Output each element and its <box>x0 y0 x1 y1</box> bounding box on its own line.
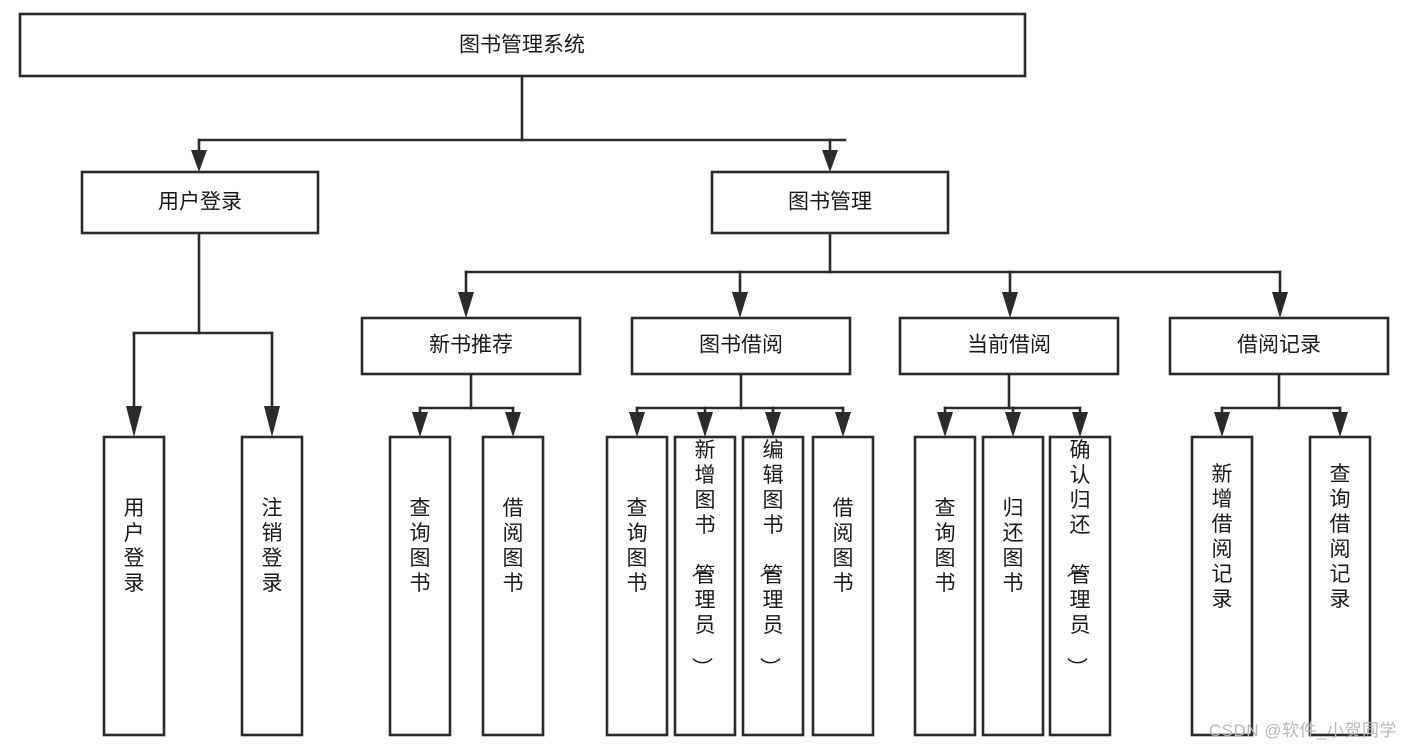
node-leaf-query-book-2-box[interactable] <box>605 435 669 737</box>
arrow-head-book-manage <box>822 150 838 172</box>
arrow-head-leaf-query-book-1 <box>412 412 428 437</box>
node-leaf-query-book-3[interactable]: 查询图书 <box>913 435 977 737</box>
node-leaf-return-book[interactable]: 归还图书 <box>981 435 1045 737</box>
arrow-head-user-login <box>191 150 207 172</box>
node-leaf-add-book-box[interactable] <box>673 435 737 737</box>
node-leaf-add-book[interactable]: 新增图书（管理员） <box>673 435 737 737</box>
node-leaf-user-login-box[interactable] <box>102 435 166 737</box>
node-leaf-logout-login[interactable]: 注销登录 <box>240 435 304 737</box>
node-leaf-add-record-box[interactable] <box>1190 435 1254 737</box>
node-leaf-borrow-book-1-box[interactable] <box>481 435 545 737</box>
node-leaf-borrow-book-1-label: 借阅图书 <box>503 497 524 595</box>
node-current-borrow[interactable]: 当前借阅 <box>898 316 1120 376</box>
arrow-head-leaf-borrow-book-2 <box>835 412 851 437</box>
arrow-head-leaf-return-book <box>1005 412 1021 437</box>
arrow-head-leaf-logout-login <box>264 406 280 437</box>
node-leaf-query-book-1-label: 查询图书 <box>410 497 431 595</box>
node-leaf-confirm-return-box[interactable] <box>1048 435 1112 737</box>
node-leaf-borrow-book-1[interactable]: 借阅图书 <box>481 435 545 737</box>
node-root-label: 图书管理系统 <box>459 34 585 57</box>
node-leaf-borrow-book-2-box[interactable] <box>811 435 875 737</box>
node-new-book-rec[interactable]: 新书推荐 <box>360 316 582 376</box>
node-leaf-return-book-box[interactable] <box>981 435 1045 737</box>
node-borrow-record-box[interactable] <box>1168 316 1390 376</box>
arrow-head-leaf-borrow-book-1 <box>505 412 521 437</box>
node-leaf-edit-book-label: 编辑图书（管理员） <box>758 439 784 678</box>
node-leaf-query-book-2[interactable]: 查询图书 <box>605 435 669 737</box>
node-book-manage-box[interactable] <box>710 170 950 235</box>
arrow-head-current-borrow <box>1002 292 1018 318</box>
node-leaf-query-record[interactable]: 查询借阅记录 <box>1308 435 1372 737</box>
node-user-login-label: 用户登录 <box>158 191 242 214</box>
node-leaf-confirm-return[interactable]: 确认归还（管理员） <box>1048 435 1112 737</box>
node-leaf-query-book-3-box[interactable] <box>913 435 977 737</box>
node-leaf-add-record-label: 新增借阅记录 <box>1212 463 1233 611</box>
node-leaf-add-record[interactable]: 新增借阅记录 <box>1190 435 1254 737</box>
node-leaf-query-record-box[interactable] <box>1308 435 1372 737</box>
node-user-login-box[interactable] <box>80 170 320 235</box>
arrow-head-leaf-edit-book <box>765 412 781 437</box>
node-leaf-edit-book-box[interactable] <box>741 435 805 737</box>
arrow-head-leaf-query-book-3 <box>937 412 953 437</box>
node-leaf-borrow-book-2[interactable]: 借阅图书 <box>811 435 875 737</box>
node-leaf-borrow-book-2-label: 借阅图书 <box>833 497 854 595</box>
node-new-book-rec-label: 新书推荐 <box>429 334 513 357</box>
node-leaf-query-book-3-label: 查询图书 <box>935 497 956 595</box>
node-leaf-user-login[interactable]: 用户登录 <box>102 435 166 737</box>
arrow-head-borrow-record <box>1272 292 1288 318</box>
connector-layer <box>126 74 1348 437</box>
node-book-borrow[interactable]: 图书借阅 <box>630 316 852 376</box>
node-current-borrow-box[interactable] <box>898 316 1120 376</box>
node-leaf-user-login-label: 用户登录 <box>124 497 145 595</box>
node-current-borrow-label: 当前借阅 <box>967 334 1051 357</box>
arrow-head-leaf-confirm-return <box>1072 412 1088 437</box>
node-borrow-record[interactable]: 借阅记录 <box>1168 316 1390 376</box>
arrow-head-book-borrow <box>732 292 748 318</box>
node-user-login[interactable]: 用户登录 <box>80 170 320 235</box>
node-book-manage-label: 图书管理 <box>788 191 872 214</box>
arrow-head-leaf-query-book-2 <box>629 412 645 437</box>
arrow-head-leaf-user-login <box>126 406 142 437</box>
arrow-head-leaf-add-record <box>1214 412 1230 437</box>
node-new-book-rec-box[interactable] <box>360 316 582 376</box>
node-root[interactable]: 图书管理系统 <box>18 12 1027 78</box>
arrow-head-leaf-add-book <box>697 412 713 437</box>
node-book-manage[interactable]: 图书管理 <box>710 170 950 235</box>
node-leaf-edit-book[interactable]: 编辑图书（管理员） <box>741 435 805 737</box>
node-leaf-query-book-1-box[interactable] <box>388 435 452 737</box>
csdn-watermark: CSDN @软件_小贺同学 <box>1208 721 1397 740</box>
node-leaf-logout-login-box[interactable] <box>240 435 304 737</box>
node-leaf-return-book-label: 归还图书 <box>1003 497 1024 595</box>
node-leaf-confirm-return-label: 确认归还（管理员） <box>1065 439 1091 678</box>
node-leaf-query-book-2-label: 查询图书 <box>627 497 648 595</box>
node-leaf-add-book-label: 新增图书（管理员） <box>690 439 716 678</box>
arrow-head-new-book-rec <box>458 292 474 318</box>
node-leaf-query-book-1[interactable]: 查询图书 <box>388 435 452 737</box>
node-root-box[interactable] <box>18 12 1027 78</box>
node-borrow-record-label: 借阅记录 <box>1237 334 1321 357</box>
node-book-borrow-box[interactable] <box>630 316 852 376</box>
node-leaf-logout-login-label: 注销登录 <box>262 497 283 595</box>
node-book-borrow-label: 图书借阅 <box>699 334 783 357</box>
node-leaf-query-record-label: 查询借阅记录 <box>1330 463 1351 611</box>
arrow-head-leaf-query-record <box>1332 412 1348 437</box>
